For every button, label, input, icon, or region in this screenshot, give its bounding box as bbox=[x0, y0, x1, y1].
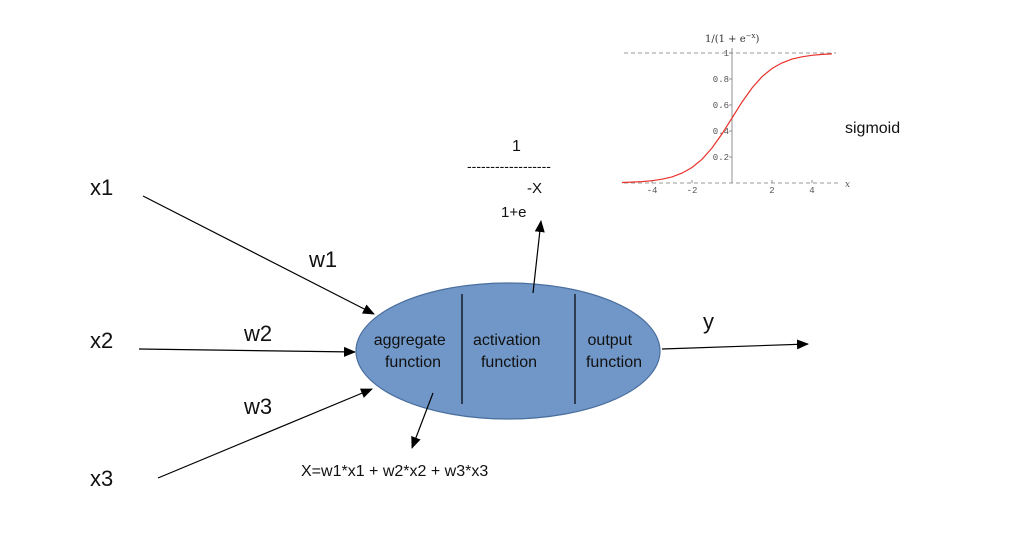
weight-w1-label: w1 bbox=[308, 247, 337, 272]
input-arrow-x1 bbox=[142, 195, 375, 315]
aggregate-function-label: aggregate function bbox=[374, 332, 451, 371]
sigmoid-label: sigmoid bbox=[845, 120, 900, 137]
chart-ytick-label: 0.4 bbox=[713, 127, 729, 137]
formula-fraction-bar: ------------------ bbox=[467, 158, 551, 174]
weight-w3-label: w3 bbox=[243, 394, 272, 419]
activation-arrow bbox=[532, 220, 545, 294]
chart-xtick-label: 4 bbox=[809, 186, 814, 196]
input-arrow-x3 bbox=[157, 388, 373, 479]
input-arrow-x2 bbox=[138, 346, 356, 357]
chart-xtick-label: 2 bbox=[769, 186, 774, 196]
neuron-body bbox=[355, 282, 661, 420]
aggregate-arrow bbox=[411, 392, 434, 449]
chart-ytick-label: 0.8 bbox=[713, 75, 729, 85]
activation-function-label: activation function bbox=[473, 332, 545, 371]
output-function-label: output function bbox=[586, 332, 642, 371]
chart-x-axis-label: x bbox=[845, 180, 850, 190]
chart-xtick-label: -2 bbox=[687, 186, 698, 196]
weight-w2-label: w2 bbox=[243, 321, 272, 346]
chart-xtick-label: -4 bbox=[647, 186, 658, 196]
chart-ytick-label: 1 bbox=[724, 49, 729, 59]
chart-title: 1/(1 + e−x) bbox=[705, 32, 759, 45]
chart-ytick-label: 0.6 bbox=[713, 101, 729, 111]
output-y-label: y bbox=[703, 309, 714, 334]
formula-exponent: -X bbox=[527, 180, 542, 197]
formula-numerator: 1 bbox=[512, 138, 521, 155]
sigmoid-curve bbox=[621, 53, 833, 184]
sigmoid-chart: 1/(1 + e−x) x 0.2 0.4 0.6 0.8 1 -4 -2 2 4 bbox=[621, 32, 850, 196]
input-x2-label: x2 bbox=[90, 328, 113, 353]
input-x3-label: x3 bbox=[90, 466, 113, 491]
chart-ytick-label: 0.2 bbox=[713, 153, 729, 163]
aggregate-formula: X=w1*x1 + w2*x2 + w3*x3 bbox=[301, 463, 488, 480]
formula-denominator: 1+e bbox=[501, 204, 526, 221]
output-arrow bbox=[661, 339, 809, 350]
input-x1-label: x1 bbox=[90, 175, 113, 200]
